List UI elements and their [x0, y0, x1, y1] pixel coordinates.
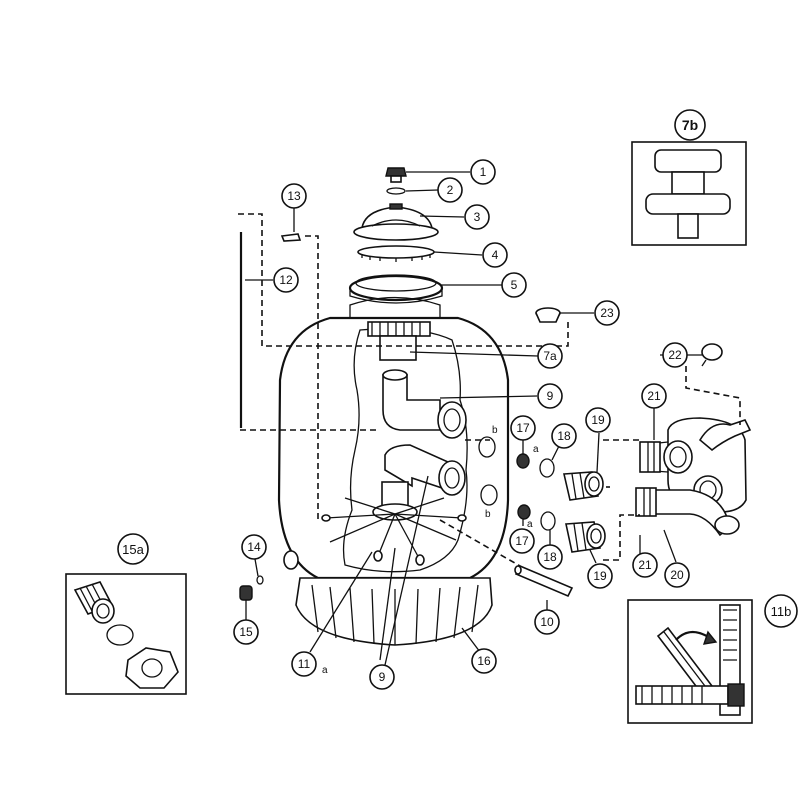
- svg-text:9: 9: [547, 389, 554, 403]
- svg-text:22: 22: [668, 348, 682, 362]
- svg-text:9: 9: [379, 670, 386, 684]
- callout-17-upper: 17: [510, 415, 536, 441]
- sublabel-a-upper: a: [533, 444, 539, 455]
- svg-text:17: 17: [516, 421, 530, 435]
- callout-16: 16: [471, 648, 497, 674]
- pressure-gauge-22: [701, 343, 723, 367]
- callout-3: 3: [464, 204, 490, 230]
- drain-tube-10: [439, 519, 574, 598]
- callout-13: 13: [281, 183, 307, 209]
- callout-11a: 11 a: [291, 651, 328, 677]
- tank-base-16: [295, 577, 493, 646]
- svg-text:16: 16: [477, 654, 491, 668]
- sublabel-a-lower: a: [527, 519, 533, 530]
- elbow-pipe-20: [635, 487, 740, 537]
- callout-11b: 11b: [771, 604, 792, 619]
- callout-7b: 7b: [682, 117, 698, 133]
- nut-17a-upper: [516, 453, 530, 469]
- sight-glass-23: [535, 307, 561, 323]
- svg-text:2: 2: [447, 183, 454, 197]
- svg-text:23: 23: [600, 306, 614, 320]
- screw-13: [280, 233, 302, 242]
- svg-text:20: 20: [670, 568, 684, 582]
- svg-text:21: 21: [638, 558, 652, 572]
- callout-17-lower: 17: [509, 528, 535, 554]
- union-19-lower: [565, 521, 606, 553]
- inset-15a: 15a: [65, 533, 187, 695]
- callout-21-upper: 21: [641, 383, 667, 409]
- callout-9-upper: 9: [537, 383, 563, 409]
- sublabel-b-lower: b: [485, 509, 491, 520]
- callout-19-lower: 19: [587, 563, 613, 589]
- svg-text:11: 11: [298, 657, 311, 671]
- svg-text:13: 13: [287, 189, 301, 203]
- internal-pipe-lower: [384, 444, 466, 496]
- gasket-b-upper: [478, 436, 496, 458]
- o-ring-2: [386, 187, 406, 195]
- svg-text:18: 18: [543, 550, 557, 564]
- svg-text:15: 15: [239, 625, 253, 639]
- svg-text:19: 19: [593, 569, 607, 583]
- svg-text:7a: 7a: [543, 349, 557, 363]
- callout-15a: 15a: [122, 542, 144, 557]
- callout-21-lower: 21: [632, 552, 658, 578]
- nut-17a-lower: [517, 504, 531, 520]
- callout-12: 12: [273, 267, 299, 293]
- drain-o-ring-14: [256, 575, 264, 585]
- lid-3: [353, 203, 439, 241]
- svg-text:18: 18: [557, 429, 571, 443]
- callout-22: 22: [662, 342, 688, 368]
- svg-text:21: 21: [647, 389, 661, 403]
- svg-text:12: 12: [279, 273, 293, 287]
- o-ring-18-upper: [539, 458, 555, 478]
- laterals-11a: [321, 481, 467, 566]
- lid-clamp-ring-5: [348, 274, 444, 304]
- inset-7b: 7b: [631, 109, 747, 246]
- svg-text:17: 17: [515, 534, 529, 548]
- svg-text:4: 4: [492, 248, 499, 262]
- svg-text:14: 14: [247, 540, 261, 554]
- sublabel-a-11: a: [322, 665, 328, 676]
- callout-19-upper: 19: [585, 407, 611, 433]
- callout-5: 5: [501, 272, 527, 298]
- callout-15: 15: [233, 619, 259, 645]
- callout-7a: 7a: [537, 343, 563, 369]
- svg-text:3: 3: [474, 210, 481, 224]
- svg-text:5: 5: [511, 278, 518, 292]
- lid-o-ring-4: [357, 245, 435, 262]
- inset-11b: 11b: [627, 594, 798, 724]
- svg-text:10: 10: [540, 615, 554, 629]
- callout-18-upper: 18: [551, 423, 577, 449]
- callout-18-lower: 18: [537, 544, 563, 570]
- drain-port: [283, 550, 299, 570]
- air-release-knob-1: [385, 167, 407, 183]
- drain-cap-15: [239, 585, 253, 601]
- callout-2: 2: [437, 177, 463, 203]
- callout-23: 23: [594, 300, 620, 326]
- svg-text:19: 19: [591, 413, 605, 427]
- callout-4: 4: [482, 242, 508, 268]
- assembly-lines: [238, 213, 741, 561]
- callout-1: 1: [470, 159, 496, 185]
- o-ring-18-lower: [540, 511, 556, 531]
- callout-9-lower: 9: [369, 664, 395, 690]
- callout-20: 20: [664, 562, 690, 588]
- gasket-b-lower: [480, 484, 498, 506]
- callout-14: 14: [241, 534, 267, 560]
- diffuser-7a: [367, 321, 431, 361]
- multiport-valve: [639, 417, 752, 513]
- sublabel-b-upper: b: [492, 425, 498, 436]
- callout-10: 10: [534, 609, 560, 635]
- union-19-upper: [563, 471, 604, 501]
- internal-pipe-upper: [382, 369, 467, 439]
- svg-text:1: 1: [480, 165, 487, 179]
